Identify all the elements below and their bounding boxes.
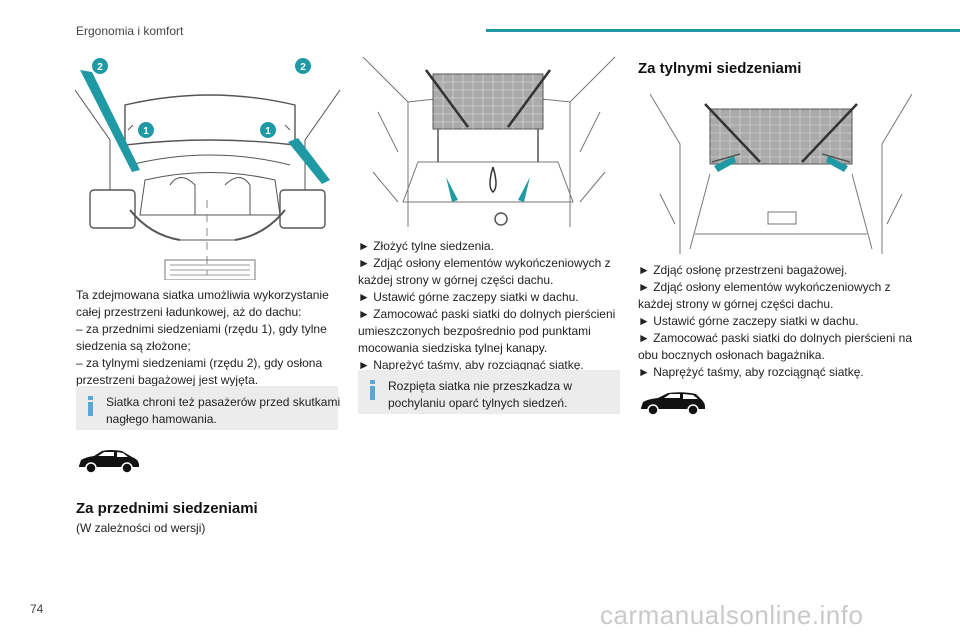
- info-icon: [86, 396, 96, 418]
- intro-line: siedzenia są złożone;: [76, 339, 191, 353]
- note-line: Siatka chroni też pasażerów przed skutka…: [106, 395, 341, 409]
- step-line: każdej strony w górnej części dachu.: [358, 273, 554, 287]
- header-accent-bar: [486, 29, 960, 32]
- figure-rear-cabin-hooks: 2 2 1 1: [74, 58, 341, 280]
- figure-net-behind-rear-seats: [650, 93, 912, 254]
- step-line: mocowania siedziska tylnej kanapy.: [358, 341, 548, 355]
- step-line: ► Zdjąć osłonę przestrzeni bagażowej.: [638, 263, 848, 277]
- heading-front-seats: Za przednimi siedzeniami: [76, 500, 258, 517]
- step-line: ► Ustawić górne zaczepy siatki w dachu.: [638, 314, 859, 328]
- intro-line: – za tylnymi siedzeniami (rzędu 2), gdy …: [76, 356, 323, 370]
- step-line: ► Naprężyć taśmy, aby rozciągnąć siatkę.: [358, 358, 584, 372]
- car-estate-icon: [641, 392, 705, 416]
- steps-front: ► Złożyć tylne siedzenia. ► Zdjąć osłony…: [358, 238, 615, 374]
- figure-net-behind-front-seats: [362, 56, 616, 227]
- version-note: (W zależności od wersji): [76, 521, 206, 535]
- step-line: ► Naprężyć taśmy, aby rozciągnąć siatkę.: [638, 365, 864, 379]
- step-line: ► Zamocować paski siatki do dolnych pier…: [638, 331, 913, 345]
- callout-2-right: 2: [300, 62, 306, 73]
- callout-1-right: 1: [265, 126, 271, 137]
- heading-rear-seats: Za tylnymi siedzeniami: [638, 60, 802, 77]
- step-line: umieszczonych bezpośrednio pod punktami: [358, 324, 591, 338]
- step-line: ► Ustawić górne zaczepy siatki w dachu.: [358, 290, 579, 304]
- section-title: Ergonomia i komfort: [76, 24, 184, 38]
- info-icon: [368, 380, 378, 402]
- note-line: Rozpięta siatka nie przeszkadza w: [388, 379, 573, 393]
- intro-line: Ta zdejmowana siatka umożliwia wykorzyst…: [76, 288, 329, 302]
- steps-rear: ► Zdjąć osłonę przestrzeni bagażowej. ► …: [638, 262, 912, 381]
- step-line: każdej strony w górnej części dachu.: [638, 297, 834, 311]
- intro-line: przestrzeni bagażowej jest wyjęta.: [76, 373, 259, 387]
- note-line: pochylaniu oparć tylnych siedzeń.: [388, 396, 568, 410]
- intro-paragraph: Ta zdejmowana siatka umożliwia wykorzyst…: [76, 287, 329, 389]
- car-suv-icon: [79, 450, 139, 474]
- step-line: ► Zdjąć osłony elementów wykończeniowych…: [358, 256, 611, 270]
- note-line: nagłego hamowania.: [106, 412, 217, 426]
- step-line: ► Złożyć tylne siedzenia.: [358, 239, 494, 253]
- intro-line: – za przednimi siedzeniami (rzędu 1), gd…: [76, 322, 327, 336]
- page-number: 74: [30, 602, 44, 616]
- info-note: Siatka chroni też pasażerów przed skutka…: [76, 386, 341, 430]
- watermark: carmanualsonline.info: [600, 600, 864, 630]
- step-line: ► Zdjąć osłony elementów wykończeniowych…: [638, 280, 891, 294]
- callout-2-left: 2: [97, 62, 103, 73]
- intro-line: całej przestrzeni ładunkowej, aż do dach…: [76, 305, 302, 319]
- step-line: obu bocznych osłonach bagażnika.: [638, 348, 825, 362]
- step-line: ► Zamocować paski siatki do dolnych pier…: [358, 307, 616, 321]
- callout-1-left: 1: [143, 126, 149, 137]
- info-note-seatbacks: Rozpięta siatka nie przeszkadza w pochyl…: [358, 370, 620, 414]
